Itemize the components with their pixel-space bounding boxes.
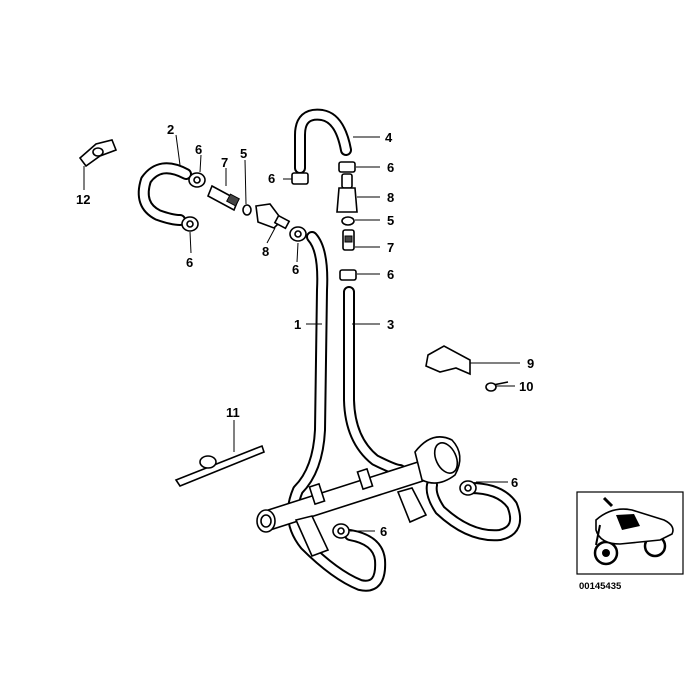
callout-11: 11	[226, 405, 240, 420]
callout-6: 6	[387, 160, 394, 175]
motorcycle-icon	[593, 496, 674, 566]
oring-5-left	[242, 204, 252, 216]
hose-2	[137, 162, 192, 226]
callout-8: 8	[387, 190, 394, 205]
cable-tie-11	[174, 444, 265, 487]
callout-7: 7	[221, 155, 228, 170]
callout-1: 1	[294, 317, 301, 332]
filter-8-top	[336, 173, 358, 213]
clamp-6-e	[338, 161, 356, 173]
connector-7-left	[206, 184, 240, 212]
callout-6: 6	[195, 142, 202, 157]
callout-5: 5	[387, 213, 394, 228]
clamp-6-a	[188, 172, 206, 188]
connector-7-right	[342, 229, 355, 251]
callout-4: 4	[385, 130, 393, 145]
clamp-6-f	[339, 269, 357, 281]
clamp-6-d	[291, 172, 309, 185]
oring-5-right	[341, 216, 355, 226]
clip-12	[78, 139, 118, 168]
bolt-10	[485, 381, 509, 392]
callout-6: 6	[511, 475, 518, 490]
hose-4	[294, 108, 352, 174]
callout-3: 3	[387, 317, 394, 332]
callout-6: 6	[186, 255, 193, 270]
inset-motorcycle: 00145435	[576, 491, 684, 592]
callout-8: 8	[262, 244, 269, 259]
callout-6: 6	[380, 524, 387, 539]
hose-right-loop	[425, 479, 521, 542]
callout-2: 2	[167, 122, 174, 137]
clamp-6-b	[181, 216, 199, 232]
clamp-6-g	[459, 480, 477, 496]
leader-lines	[83, 134, 520, 532]
clamp-6-c	[289, 226, 307, 242]
callout-6: 6	[387, 267, 394, 282]
callout-6: 6	[268, 171, 275, 186]
clamp-6-h	[332, 523, 350, 539]
hose-1	[286, 231, 387, 592]
filter-8-left	[255, 203, 291, 230]
callout-labels: 2 4 6 7 5 6 6 8 5 7 6 8 6 6 1 3 9 10 11 …	[76, 122, 534, 539]
callout-6: 6	[292, 262, 299, 277]
fuel-rail	[256, 436, 461, 558]
callout-12: 12	[76, 192, 90, 207]
bracket-9	[425, 345, 471, 376]
callout-7: 7	[387, 240, 394, 255]
callout-10: 10	[519, 379, 533, 394]
diagram-code: 00145435	[579, 581, 622, 592]
callout-9: 9	[527, 356, 534, 371]
callout-5: 5	[240, 146, 247, 161]
